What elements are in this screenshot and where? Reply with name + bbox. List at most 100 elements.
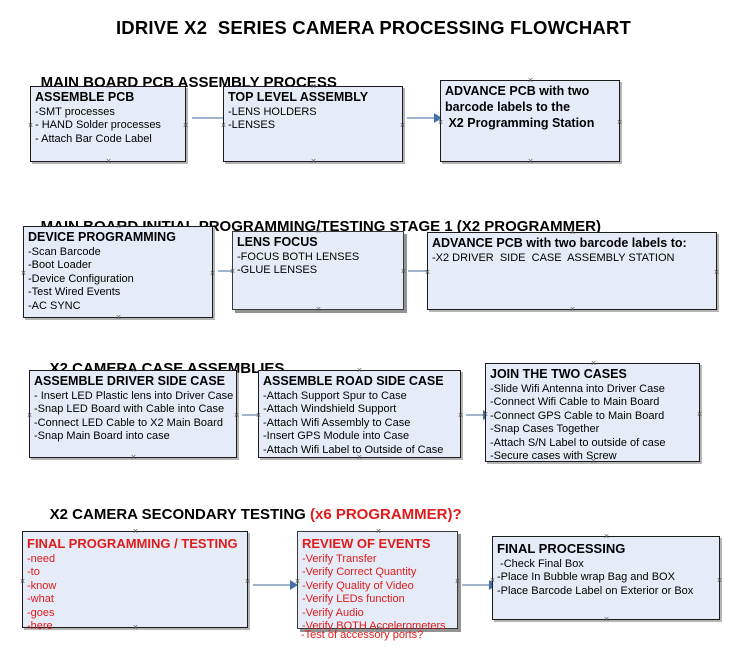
connector-arrow xyxy=(253,580,298,590)
box-line: - Attach Bar Code Label xyxy=(35,132,152,145)
connector-handle-bottom[interactable] xyxy=(105,158,112,165)
connector-handle-right[interactable] xyxy=(716,577,723,584)
connector-handle-right[interactable] xyxy=(713,269,720,276)
box-line: -to xyxy=(27,566,40,579)
box-advance-pcb-to-x2-programming-station[interactable]: ADVANCE PCB with two barcode labels to t… xyxy=(440,80,620,162)
box-line: - HAND Solder processes xyxy=(35,119,161,132)
box-assemble-driver-side-case[interactable]: ASSEMBLE DRIVER SIDE CASE - Insert LED P… xyxy=(29,370,237,458)
box-line: -AC SYNC xyxy=(28,299,81,312)
connector-handle-left[interactable] xyxy=(20,270,27,277)
connector-handle-top[interactable] xyxy=(356,367,363,374)
box-title: ASSEMBLE PCB xyxy=(35,90,135,104)
section-heading-4-text: X2 CAMERA SECONDARY TESTING xyxy=(49,506,310,523)
box-title: TOP LEVEL ASSEMBLY xyxy=(228,90,369,104)
connector-handle-bottom[interactable] xyxy=(310,158,317,165)
box-title: ASSEMBLE DRIVER SIDE CASE xyxy=(34,374,226,388)
connector-handle-right[interactable] xyxy=(209,270,216,277)
connector-handle-right[interactable] xyxy=(696,411,703,418)
box-line: -SMT processes xyxy=(35,106,115,118)
box-line: -Slide Wifi Antenna into Driver Case xyxy=(490,383,665,395)
box-line: -LENS HOLDERS xyxy=(228,106,317,118)
connector-handle-right[interactable] xyxy=(457,412,464,419)
connector-handle-bottom[interactable] xyxy=(115,314,122,321)
box-line: -LENSES xyxy=(228,119,276,132)
box-review-of-events[interactable]: REVIEW OF EVENTS -Verify Transfer -Verif… xyxy=(297,531,461,632)
box-line: -Attach Wifi Assembly to Case xyxy=(263,416,411,429)
box-line: -Verify Audio xyxy=(302,606,364,619)
box-line: -Verify Transfer xyxy=(302,553,377,565)
box-line: -Connect Wifi Cable to Main Board xyxy=(490,396,660,409)
connector-handle-right[interactable] xyxy=(233,412,240,419)
box-assemble-road-side-case[interactable]: ASSEMBLE ROAD SIDE CASE -Attach Support … xyxy=(258,370,461,458)
connector-handle-bottom[interactable] xyxy=(130,454,137,461)
box-line: -Verify Correct Quantity xyxy=(302,566,417,579)
connector-arrow xyxy=(466,410,491,420)
box-line: -Place In Bubble wrap Bag and BOX xyxy=(497,571,675,584)
box-line: -GLUE LENSES xyxy=(237,264,318,277)
box-line: -Verify BOTH Accelerometers xyxy=(302,620,446,633)
connector-handle-left[interactable] xyxy=(26,412,33,419)
box-title: ADVANCE PCB with two xyxy=(445,84,590,98)
box-line: -Place Barcode Label on Exterior or Box xyxy=(497,584,694,597)
box-top-level-assembly[interactable]: TOP LEVEL ASSEMBLY -LENS HOLDERS -LENSES xyxy=(223,86,403,162)
box-line: -Secure cases with Screw xyxy=(490,450,617,463)
connector-handle-bottom[interactable] xyxy=(569,306,576,313)
box-line: -what xyxy=(27,593,54,606)
connector-handle-right[interactable] xyxy=(616,119,623,126)
box-line: -Attach Support Spur to Case xyxy=(263,390,407,402)
box-line: -X2 DRIVER SIDE CASE ASSEMBLY STATION xyxy=(432,252,675,264)
box-title: REVIEW OF EVENTS xyxy=(302,536,431,551)
connector-arrow xyxy=(407,113,442,123)
box-title: ADVANCE PCB with two barcode labels to: xyxy=(432,236,687,250)
box-device-programming[interactable]: DEVICE PROGRAMMING -Scan Barcode -Boot L… xyxy=(23,226,213,318)
connector-handle-right[interactable] xyxy=(244,578,251,585)
connector-handle-bottom[interactable] xyxy=(603,616,610,623)
box-line: -goes xyxy=(27,606,55,619)
box-line: -Scan Barcode xyxy=(28,246,101,258)
connector-handle-top[interactable] xyxy=(590,360,597,367)
box-line: -Snap Main Board into case xyxy=(34,430,170,443)
box-title: ASSEMBLE ROAD SIDE CASE xyxy=(263,374,444,388)
section-heading-4: X2 CAMERA SECONDARY TESTING (x6 PROGRAMM… xyxy=(33,489,462,540)
box-line: -Snap Cases Together xyxy=(490,423,600,436)
box-final-processing[interactable]: FINAL PROCESSING -Check Final Box -Place… xyxy=(492,536,720,620)
box-final-programming-testing[interactable]: FINAL PROGRAMMING / TESTING -need -to -k… xyxy=(19,531,251,632)
box-title: JOIN THE TWO CASES xyxy=(490,367,627,381)
box-line: -Attach S/N Label to outside of case xyxy=(490,436,666,449)
box-line: -Boot Loader xyxy=(28,259,92,272)
box-assemble-pcb[interactable]: ASSEMBLE PCB -SMT processes - HAND Solde… xyxy=(30,86,186,162)
box-line: -Attach Windshield Support xyxy=(263,403,397,416)
box-line: -Test Wired Events xyxy=(28,286,121,299)
box-title: DEVICE PROGRAMMING xyxy=(28,230,176,244)
box-line: -Check Final Box xyxy=(497,558,584,570)
box-lens-focus[interactable]: LENS FOCUS -FOCUS BOTH LENSES -GLUE LENS… xyxy=(232,231,404,310)
connector-handle-left[interactable] xyxy=(27,122,34,129)
box-line: -Connect GPS Cable to Main Board xyxy=(490,409,665,422)
connector-handle-top[interactable] xyxy=(527,77,534,84)
connector-handle-right[interactable] xyxy=(399,122,406,129)
connector-handle-right[interactable] xyxy=(182,122,189,129)
connector-arrow xyxy=(462,580,497,590)
box-line: -Attach Wifi Label to Outside of Case xyxy=(263,443,444,456)
connector-handle-right[interactable] xyxy=(454,578,461,585)
box-line: -Connect LED Cable to X2 Main Board xyxy=(34,416,223,429)
box-advance-pcb-to-driver-side-case-assembly[interactable]: ADVANCE PCB with two barcode labels to: … xyxy=(427,232,717,310)
box-title: FINAL PROCESSING xyxy=(497,541,626,556)
box-line-overflow: -Test of accessory ports? xyxy=(301,629,424,641)
box-line: - Insert LED Plastic lens into Driver Ca… xyxy=(34,390,234,402)
box-title: LENS FOCUS xyxy=(237,235,318,249)
connector-handle-top[interactable] xyxy=(603,533,610,540)
connector-handle-bottom[interactable] xyxy=(527,158,534,165)
connector-handle-right[interactable] xyxy=(400,268,407,275)
box-line: -Snap LED Board with Cable into Case xyxy=(34,403,225,416)
box-line: -Device Configuration xyxy=(28,272,134,285)
connector-handle-left[interactable] xyxy=(19,578,26,585)
box-join-the-two-cases[interactable]: JOIN THE TWO CASES -Slide Wifi Antenna i… xyxy=(485,363,700,462)
connector-handle-bottom[interactable] xyxy=(315,306,322,313)
box-line: X2 Programming Station xyxy=(445,116,595,130)
box-line: barcode labels to the xyxy=(445,100,571,114)
box-line: -FOCUS BOTH LENSES xyxy=(237,251,360,263)
connector-handle-left[interactable] xyxy=(220,122,227,129)
box-title: FINAL PROGRAMMING / TESTING xyxy=(27,536,238,551)
